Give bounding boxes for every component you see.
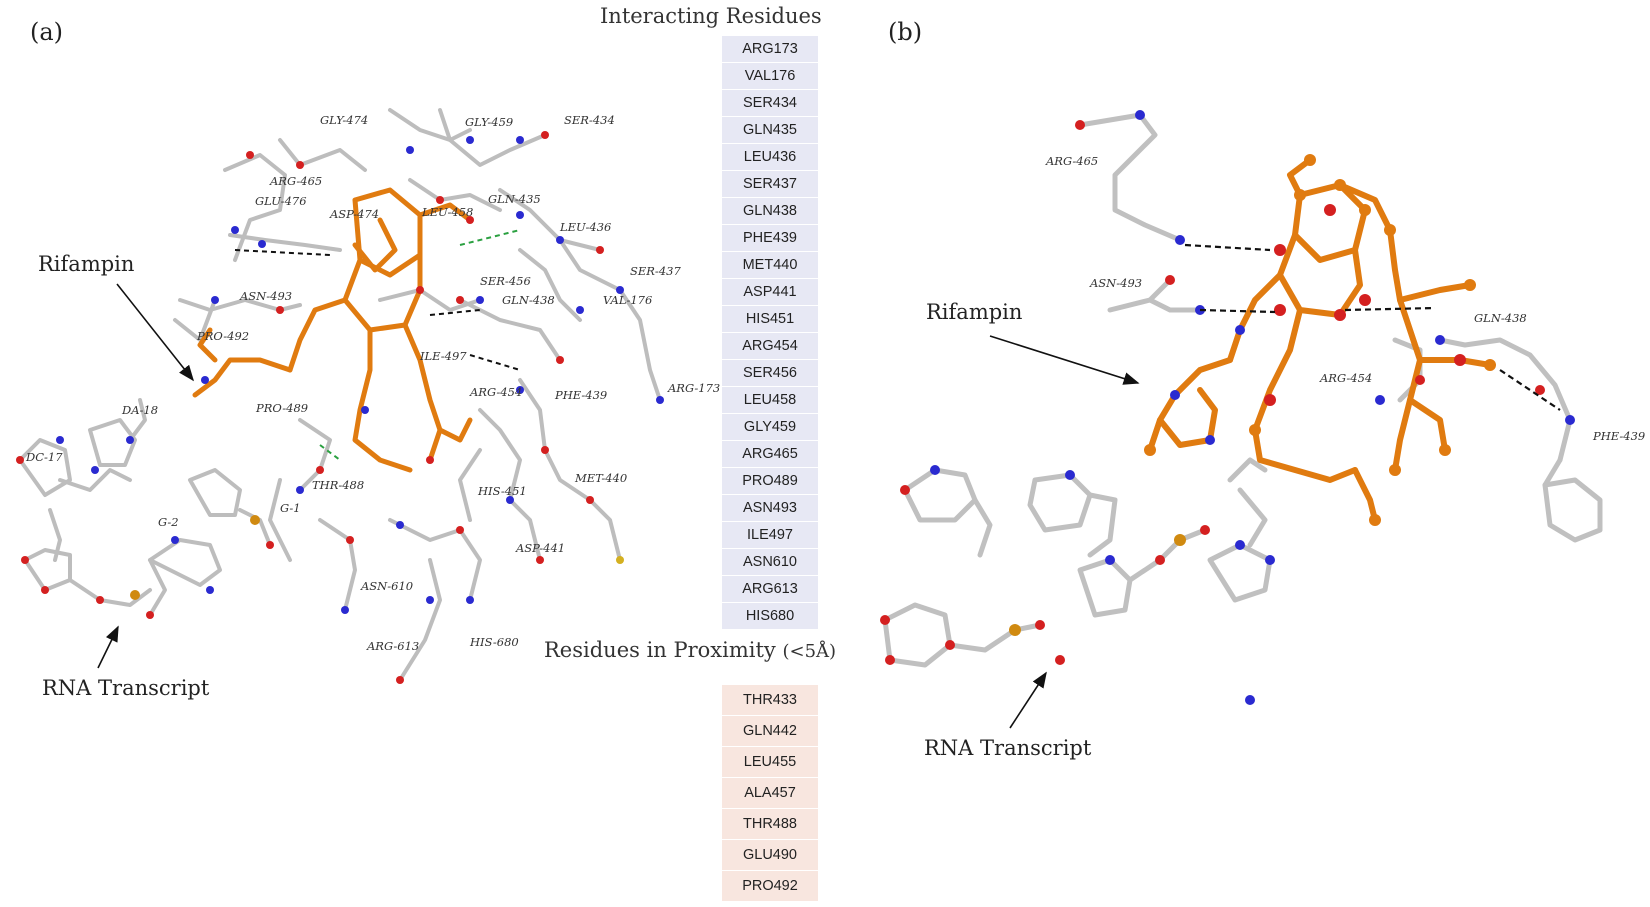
label-ser-434: SER-434 bbox=[564, 113, 615, 127]
residue-row: PRO492 bbox=[722, 871, 818, 902]
proximity-title-text: Residues in Proximity bbox=[544, 638, 776, 662]
residue-row: MET440 bbox=[722, 252, 818, 279]
label-leu-436: LEU-436 bbox=[559, 220, 611, 234]
residue-row: ILE497 bbox=[722, 522, 818, 549]
label-gly-459: GLY-459 bbox=[465, 115, 513, 129]
label-asn-610: ASN-610 bbox=[360, 579, 413, 593]
label-g-2: G-2 bbox=[158, 515, 179, 529]
label-b-gln-438: GLN-438 bbox=[1474, 311, 1527, 325]
residue-row: VAL176 bbox=[722, 63, 818, 90]
callout-rna-a: RNA Transcript bbox=[42, 676, 210, 700]
proximity-residues-title: Residues in Proximity (<5Å) bbox=[544, 638, 836, 662]
label-arg-465: ARG-465 bbox=[269, 174, 322, 188]
label-arg-613: ARG-613 bbox=[366, 639, 419, 653]
label-asp-441: ASP-441 bbox=[515, 541, 565, 555]
label-glu-476: GLU-476 bbox=[255, 194, 307, 208]
label-leu-458: LEU-458 bbox=[421, 205, 473, 219]
label-phe-439: PHE-439 bbox=[554, 388, 607, 402]
callout-rifampin-b: Rifampin bbox=[926, 300, 1023, 324]
label-gln-435: GLN-435 bbox=[488, 192, 541, 206]
residue-row: ASN493 bbox=[722, 495, 818, 522]
residue-row: SER437 bbox=[722, 171, 818, 198]
residue-row: PHE439 bbox=[722, 225, 818, 252]
panel-b-structure: ARG-465 ASN-493 GLN-438 ARG-454 PHE-439 bbox=[880, 110, 1645, 729]
callout-rifampin-a: Rifampin bbox=[38, 252, 135, 276]
residue-row: PRO489 bbox=[722, 468, 818, 495]
panel-label-b: (b) bbox=[888, 18, 923, 46]
label-pro-489: PRO-489 bbox=[255, 401, 308, 415]
residue-row: GLU490 bbox=[722, 840, 818, 871]
residue-row: GLY459 bbox=[722, 414, 818, 441]
residue-row: SER434 bbox=[722, 90, 818, 117]
residue-row: SER456 bbox=[722, 360, 818, 387]
label-b-arg-454: ARG-454 bbox=[1319, 371, 1372, 385]
label-asn-493: ASN-493 bbox=[239, 289, 292, 303]
arrow-rifampin-a bbox=[116, 283, 194, 382]
label-gly-474: GLY-474 bbox=[320, 113, 368, 127]
residue-row: GLN438 bbox=[722, 198, 818, 225]
residue-row: THR433 bbox=[722, 685, 818, 716]
label-pro-492: PRO-492 bbox=[196, 329, 249, 343]
arrow-rifampin-b bbox=[989, 335, 1140, 385]
residue-row: LEU458 bbox=[722, 387, 818, 414]
residue-row: LEU436 bbox=[722, 144, 818, 171]
label-ile-497: ILE-497 bbox=[419, 349, 467, 363]
residue-row: HIS451 bbox=[722, 306, 818, 333]
label-b-arg-465: ARG-465 bbox=[1045, 154, 1098, 168]
label-g-1: G-1 bbox=[280, 501, 301, 515]
label-b-phe-439: PHE-439 bbox=[1592, 429, 1645, 443]
label-thr-488: THR-488 bbox=[312, 478, 364, 492]
interacting-residues-title: Interacting Residues bbox=[600, 4, 822, 28]
label-met-440: MET-440 bbox=[574, 471, 627, 485]
residue-row: ARG454 bbox=[722, 333, 818, 360]
residue-row: GLN442 bbox=[722, 716, 818, 747]
residue-row: HIS680 bbox=[722, 603, 818, 630]
residue-row: GLN435 bbox=[722, 117, 818, 144]
label-his-680: HIS-680 bbox=[469, 635, 519, 649]
panel-label-a: (a) bbox=[30, 18, 64, 46]
residue-row: ASN610 bbox=[722, 549, 818, 576]
label-ser-456: SER-456 bbox=[480, 274, 531, 288]
residue-row: LEU455 bbox=[722, 747, 818, 778]
residue-row: ARG465 bbox=[722, 441, 818, 468]
panel-a-structure: GLY-474 GLY-459 SER-434 ARG-465 GLU-476 … bbox=[16, 108, 720, 684]
residue-row: ARG173 bbox=[722, 36, 818, 63]
label-da-18: DA-18 bbox=[121, 403, 158, 417]
proximity-title-suffix: (<5Å) bbox=[782, 641, 837, 662]
residue-row: THR488 bbox=[722, 809, 818, 840]
label-his-451: HIS-451 bbox=[477, 484, 527, 498]
label-arg-454: ARG-454 bbox=[469, 385, 522, 399]
residue-row: ASP441 bbox=[722, 279, 818, 306]
callout-rna-b: RNA Transcript bbox=[924, 736, 1092, 760]
label-arg-173: ARG-173 bbox=[667, 381, 720, 395]
label-gln-438: GLN-438 bbox=[502, 293, 555, 307]
arrow-rna-a bbox=[97, 625, 119, 669]
arrow-rna-b bbox=[1009, 671, 1047, 729]
residue-row: ARG613 bbox=[722, 576, 818, 603]
residue-row: ALA457 bbox=[722, 778, 818, 809]
label-dc-17: DC-17 bbox=[25, 450, 63, 464]
label-asp-474: ASP-474 bbox=[329, 207, 379, 221]
label-ser-437: SER-437 bbox=[630, 264, 681, 278]
label-b-asn-493: ASN-493 bbox=[1089, 276, 1142, 290]
label-val-176: VAL-176 bbox=[603, 293, 652, 307]
